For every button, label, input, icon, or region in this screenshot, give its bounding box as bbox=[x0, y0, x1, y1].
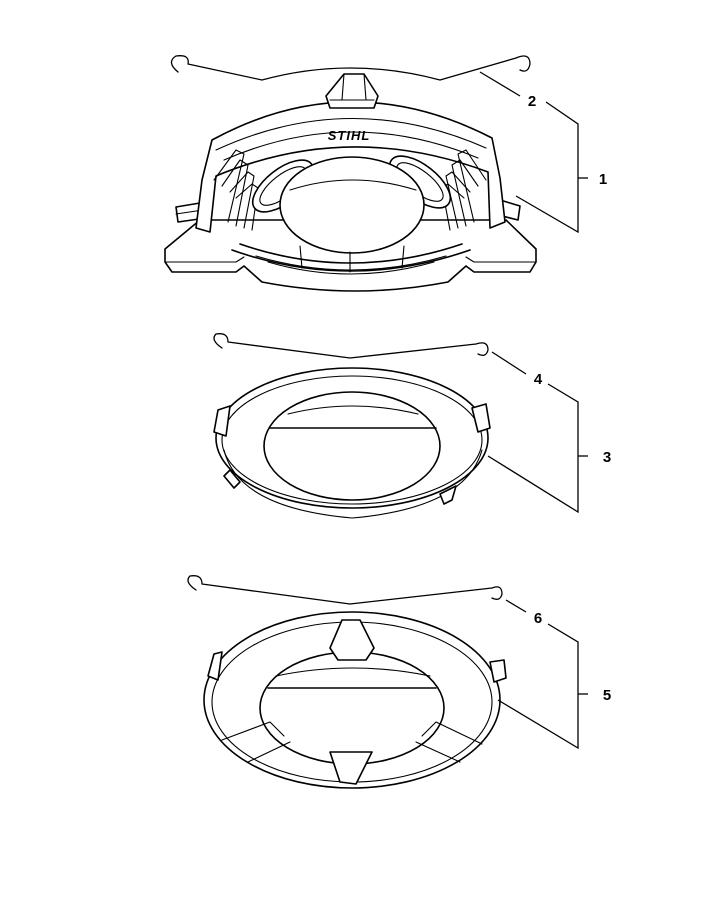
part-3-cover-plate bbox=[213, 367, 491, 519]
part-1-housing: STIHL bbox=[164, 73, 537, 292]
callout-6: 6 bbox=[534, 610, 542, 627]
part-5-tray bbox=[203, 611, 507, 789]
callout-1: 1 bbox=[599, 171, 607, 188]
callout-2: 2 bbox=[528, 93, 536, 110]
callout-4: 4 bbox=[534, 371, 543, 388]
part-2-spring-wire bbox=[170, 55, 531, 81]
part-4-spring-wire bbox=[213, 333, 489, 359]
callout-3: 3 bbox=[603, 449, 611, 466]
brand-logo: STIHL bbox=[328, 128, 371, 143]
callout-5: 5 bbox=[603, 687, 611, 704]
part-6-spring-wire bbox=[187, 575, 503, 605]
leader-lines bbox=[479, 71, 588, 750]
